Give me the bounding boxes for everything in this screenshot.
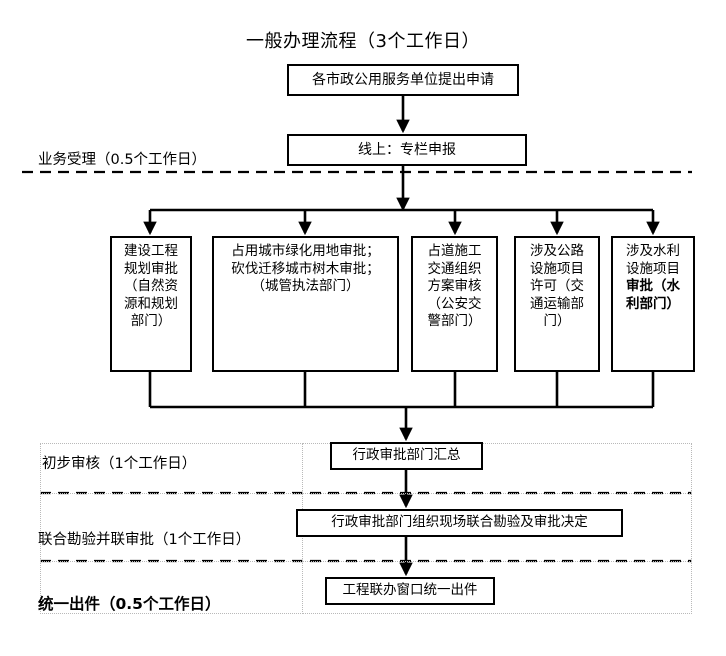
page-title: 一般办理流程（3个工作日） bbox=[246, 31, 480, 52]
lane-cell-joint-left bbox=[40, 493, 303, 561]
node-online-declaration-label: 线上：专栏申报 bbox=[358, 141, 456, 158]
node-administrative-summary[interactable]: 行政审批部门汇总 bbox=[330, 442, 483, 470]
node-branch-highway-facility-permit[interactable]: 涉及公路设施项目许可（交通运输部门） bbox=[514, 236, 600, 372]
stage-label-preliminary-review: 初步审核（1个工作日） bbox=[42, 456, 197, 472]
node-branch-planning-approval-label: 建设工程规划审批（自然资源和规划部门） bbox=[124, 243, 178, 330]
lane-cell-preliminary-left bbox=[40, 443, 303, 493]
stage-label-unified-issuance: 统一出件（0.5个工作日） bbox=[38, 595, 221, 613]
node-unified-issuance-window-label: 工程联办窗口统一出件 bbox=[342, 582, 478, 599]
node-branch-water-facility-approval-label: 涉及水利设施项目审批（水利部门） bbox=[626, 243, 680, 312]
node-unified-issuance-window[interactable]: 工程联办窗口统一出件 bbox=[325, 577, 495, 605]
stage-label-joint-survey: 联合勘验并联审批（1个工作日） bbox=[38, 532, 251, 548]
lane-cell-issue-right bbox=[303, 561, 692, 614]
node-branch-highway-facility-permit-label: 涉及公路设施项目许可（交通运输部门） bbox=[530, 243, 584, 330]
node-branch-greenland-tree-approval[interactable]: 占用城市绿化用地审批；砍伐迁移城市树木审批；（城管执法部门） bbox=[212, 236, 399, 372]
lane-cell-preliminary-right bbox=[303, 443, 692, 493]
node-apply[interactable]: 各市政公用服务单位提出申请 bbox=[287, 64, 519, 96]
node-administrative-summary-label: 行政审批部门汇总 bbox=[352, 447, 461, 464]
lane-cell-issue-left bbox=[40, 561, 303, 614]
node-apply-label: 各市政公用服务单位提出申请 bbox=[312, 71, 494, 88]
node-joint-survey-decision-label: 行政审批部门组织现场联合勘验及审批决定 bbox=[331, 514, 588, 531]
node-branch-planning-approval[interactable]: 建设工程规划审批（自然资源和规划部门） bbox=[110, 236, 192, 372]
node-branch-greenland-tree-approval-label: 占用城市绿化用地审批；砍伐迁移城市树木审批；（城管执法部门） bbox=[231, 243, 380, 295]
node-online-declaration[interactable]: 线上：专栏申报 bbox=[287, 134, 527, 166]
lane-cell-joint-right bbox=[303, 493, 692, 561]
node-branch-road-traffic-plan-review-label: 占道施工交通组织方案审核（公安交警部门） bbox=[427, 243, 482, 330]
node-joint-survey-decision[interactable]: 行政审批部门组织现场联合勘验及审批决定 bbox=[296, 509, 623, 537]
stage-label-acceptance: 业务受理（0.5个工作日） bbox=[38, 152, 207, 168]
node-branch-water-facility-approval[interactable]: 涉及水利设施项目审批（水利部门） bbox=[611, 236, 695, 372]
node-branch-road-traffic-plan-review[interactable]: 占道施工交通组织方案审核（公安交警部门） bbox=[411, 236, 498, 372]
